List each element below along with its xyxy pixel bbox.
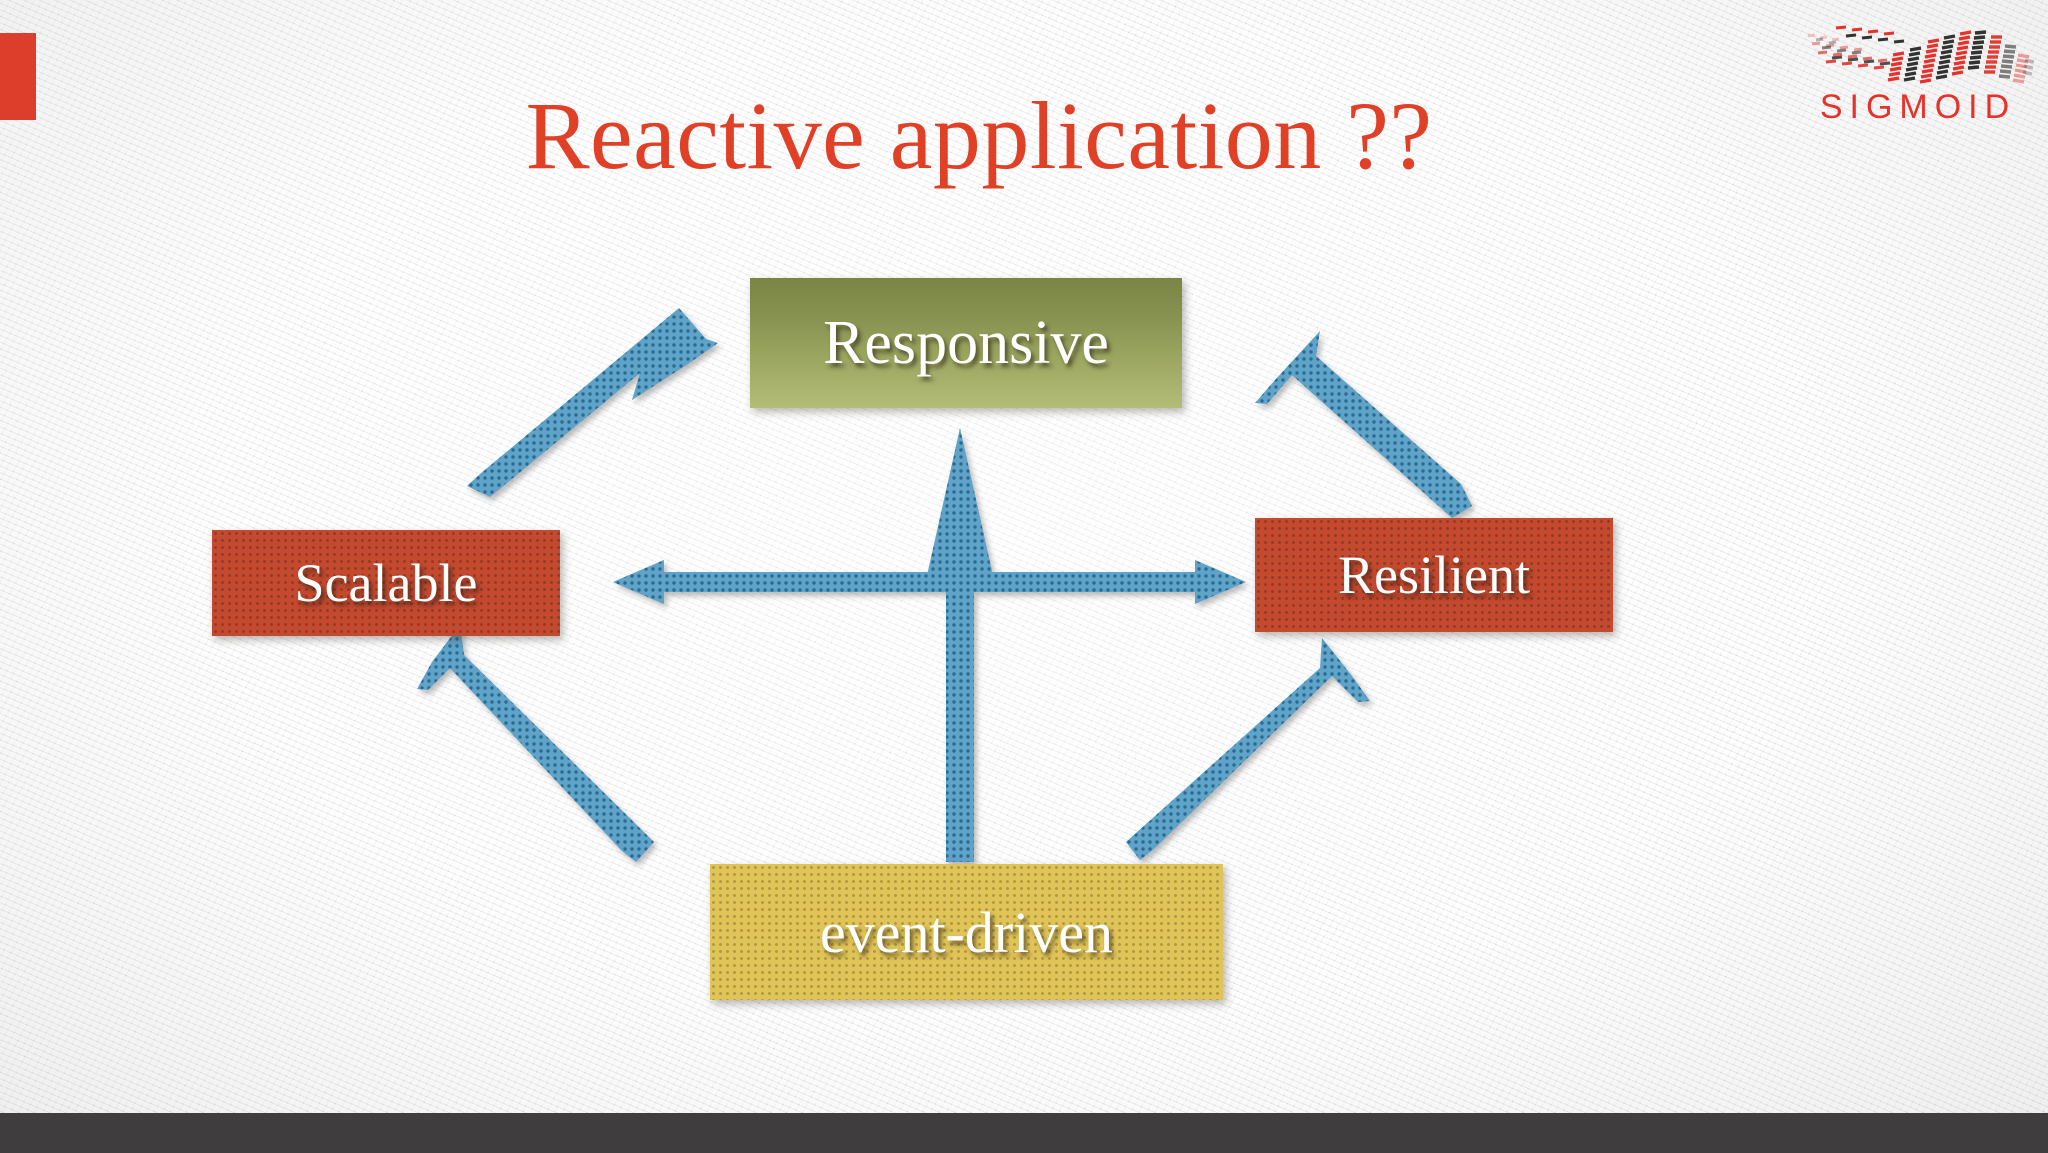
node-resilient[interactable]: Resilient	[1255, 518, 1613, 632]
node-event-driven[interactable]: event-driven	[710, 864, 1223, 1000]
halftone-texture	[710, 864, 1223, 1000]
logo-wordmark: SIGMOID	[1819, 88, 2017, 126]
node-resilient-label: Resilient	[1338, 545, 1530, 605]
node-event-driven-label: event-driven	[819, 899, 1114, 965]
sigmoid-logo: SIGMOID	[1802, 14, 2034, 126]
node-responsive[interactable]: Responsive	[750, 278, 1182, 408]
node-responsive-label: Responsive	[823, 308, 1109, 377]
node-scalable-label: Scalable	[294, 553, 478, 613]
halftone-texture	[212, 530, 560, 636]
node-scalable[interactable]: Scalable	[212, 530, 560, 636]
sigmoid-wave-logo-icon	[1807, 25, 2034, 84]
top-left-accent-tab	[0, 33, 36, 120]
slide-title: Reactive application ??	[525, 82, 1433, 189]
halftone-texture	[1255, 518, 1613, 632]
bottom-band	[0, 1113, 2048, 1153]
